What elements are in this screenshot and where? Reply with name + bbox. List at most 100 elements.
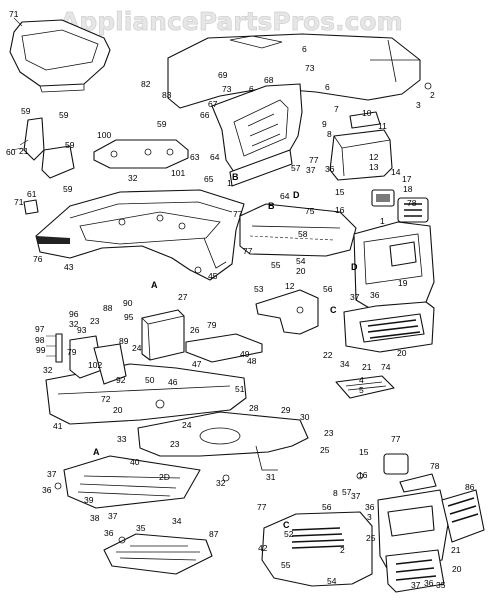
part-callout: 35 bbox=[436, 580, 446, 590]
part-callout: 24 bbox=[182, 420, 192, 430]
part-callout: 75 bbox=[305, 206, 315, 216]
part-callout: 37 bbox=[350, 292, 360, 302]
battery-box bbox=[329, 111, 393, 181]
part-callout: D bbox=[293, 190, 300, 200]
part-callout: 34 bbox=[172, 516, 182, 526]
part-callout: 99 bbox=[36, 345, 46, 355]
part-callout: 73 bbox=[305, 63, 315, 73]
part-callout: 2 bbox=[430, 90, 435, 100]
part-callout: 77 bbox=[309, 155, 319, 165]
part-callout: 43 bbox=[64, 262, 74, 272]
part-callout: 22 bbox=[323, 350, 333, 360]
part-callout: 100 bbox=[97, 130, 111, 140]
part-callout: 64 bbox=[280, 191, 290, 201]
part-callout: 12 bbox=[285, 281, 295, 291]
frame-rail bbox=[137, 411, 309, 471]
part-callout: 41 bbox=[53, 421, 63, 431]
part-callout: 23 bbox=[90, 316, 100, 326]
part-callout: 30 bbox=[300, 412, 310, 422]
part-callout: 74 bbox=[381, 362, 391, 372]
step-plate-small bbox=[335, 375, 395, 399]
part-callout: 2 bbox=[340, 545, 345, 555]
part-callout: 1 bbox=[227, 178, 232, 188]
part-callout: 2D bbox=[159, 472, 170, 482]
part-callout: 1 bbox=[380, 216, 385, 226]
part-callout: 34 bbox=[340, 359, 350, 369]
part-callout: 20 bbox=[397, 348, 407, 358]
part-callout: 59 bbox=[59, 110, 69, 120]
part-callout: 37 bbox=[47, 469, 57, 479]
part-callout: 82 bbox=[141, 79, 151, 89]
seat bbox=[9, 17, 111, 93]
part-callout: 71 bbox=[9, 9, 19, 19]
part-callout: 68 bbox=[264, 75, 274, 85]
frame-main bbox=[45, 363, 247, 425]
part-callout: 55 bbox=[271, 260, 281, 270]
part-callout: 37 bbox=[411, 580, 421, 590]
part-callout: 59 bbox=[157, 119, 167, 129]
part-callout: 46 bbox=[168, 377, 178, 387]
part-callout: 36 bbox=[370, 290, 380, 300]
part-callout: 32 bbox=[43, 365, 53, 375]
part-callout: 67 bbox=[208, 99, 218, 109]
part-callout: 31 bbox=[266, 472, 276, 482]
part-callout: 102 bbox=[88, 360, 102, 370]
part-callout: 32 bbox=[216, 478, 226, 488]
pedal-cluster bbox=[46, 333, 127, 385]
part-callout: 93 bbox=[77, 325, 87, 335]
watermark: AppliancePartsPros.com bbox=[60, 7, 403, 36]
part-callout: B bbox=[232, 172, 239, 182]
part-callout: 97 bbox=[35, 324, 45, 334]
part-callout: C bbox=[330, 305, 337, 315]
part-callout: 3 bbox=[416, 100, 421, 110]
part-callout: 37 bbox=[108, 511, 118, 521]
part-callout: D bbox=[351, 262, 358, 272]
part-callout: 29 bbox=[281, 405, 291, 415]
part-callout: 13 bbox=[369, 162, 379, 172]
part-callout: 59 bbox=[65, 140, 75, 150]
part-callout: 12 bbox=[369, 152, 379, 162]
part-callout: 20 bbox=[113, 405, 123, 415]
battery bbox=[141, 309, 185, 361]
part-callout: 28 bbox=[249, 403, 259, 413]
part-callout: 21 bbox=[362, 362, 372, 372]
part-callout: 8 bbox=[327, 129, 332, 139]
part-callout: 73 bbox=[222, 84, 232, 94]
part-callout: 5 bbox=[359, 385, 364, 395]
part-callout: 6 bbox=[302, 44, 307, 54]
part-callout: 78 bbox=[430, 461, 440, 471]
part-callout: 87 bbox=[209, 529, 219, 539]
part-callout: 49 bbox=[240, 349, 250, 359]
part-callout: 66 bbox=[200, 110, 210, 120]
part-callout: 16 bbox=[358, 470, 368, 480]
floor-mat bbox=[103, 533, 213, 575]
part-callout: 39 bbox=[84, 495, 94, 505]
part-callout: 76 bbox=[33, 254, 43, 264]
part-callout: 52 bbox=[284, 529, 294, 539]
part-callout: A bbox=[93, 447, 100, 457]
part-callout: 37 bbox=[306, 165, 316, 175]
part-callout: 36 bbox=[325, 164, 335, 174]
part-callout: 86 bbox=[465, 482, 475, 492]
part-callout: 79 bbox=[67, 347, 77, 357]
part-callout: 47 bbox=[192, 359, 202, 369]
part-callout: 77 bbox=[243, 246, 253, 256]
part-callout: 32 bbox=[69, 319, 79, 329]
part-callout: 55 bbox=[281, 560, 291, 570]
part-callout: 57 bbox=[342, 487, 352, 497]
part-callout: 77 bbox=[391, 434, 401, 444]
part-callout: 69 bbox=[218, 70, 228, 80]
fasteners bbox=[54, 82, 432, 544]
linkage-left bbox=[11, 117, 75, 215]
part-callout: 98 bbox=[35, 335, 45, 345]
part-callout: 77 bbox=[257, 502, 267, 512]
dash-panel bbox=[211, 83, 303, 187]
part-callout: 20 bbox=[452, 564, 462, 574]
part-callout: 36 bbox=[365, 502, 375, 512]
part-callout: 89 bbox=[119, 336, 129, 346]
part-callout: 79 bbox=[207, 320, 217, 330]
part-callout: 90 bbox=[123, 298, 133, 308]
part-callout: 61 bbox=[27, 189, 37, 199]
part-callout: 25 bbox=[366, 533, 376, 543]
